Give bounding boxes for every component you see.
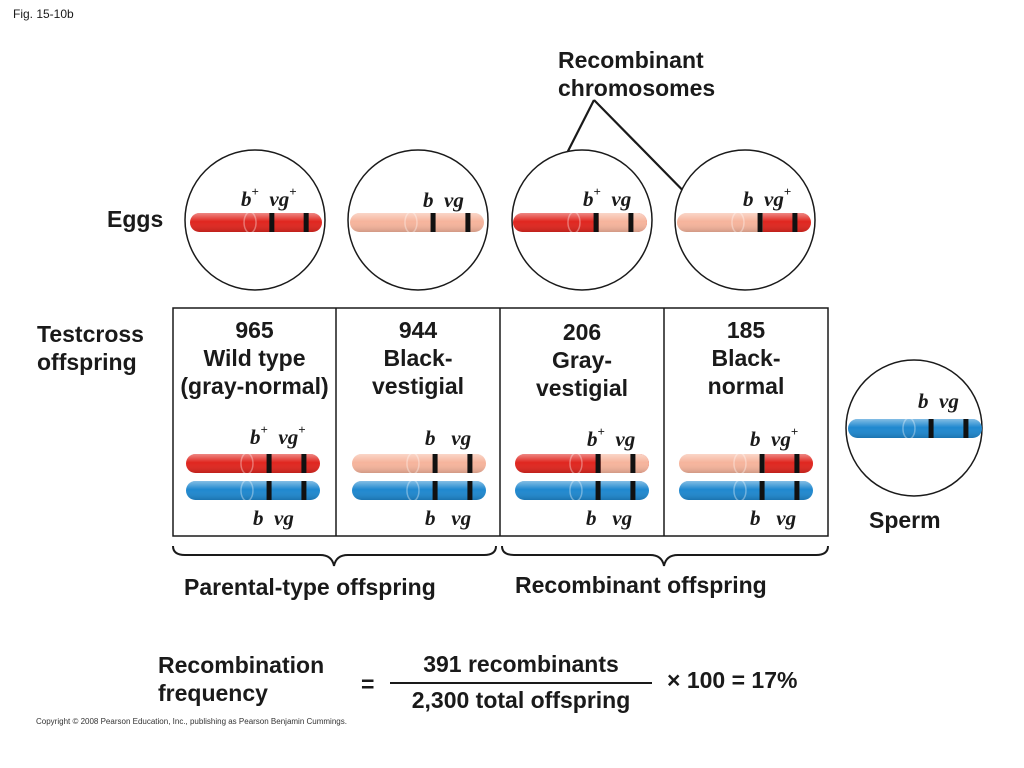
offspring-3-top-genes: b+ vg [587, 424, 636, 451]
sperm-chromosome [848, 419, 982, 438]
offspring-1-name-line1: Wild type [203, 345, 306, 371]
recombination-frequency-label: Recombination frequency [158, 651, 324, 707]
sperm-label: Sperm [869, 507, 941, 533]
offspring-2-count: 944 [398, 317, 438, 343]
offspring-3-top-chromosome [515, 454, 649, 473]
offspring-3-name-line1: Gray- [551, 347, 613, 373]
figure-label: Fig. 15-10b [13, 7, 74, 21]
egg-1-chromosome [190, 213, 322, 232]
equals-sign: = [361, 671, 375, 697]
egg-1-gene2-sup: + [289, 184, 297, 199]
recombinant-chromosomes-label: Recombinant chromosomes [558, 46, 715, 102]
formula-lhs-line2: frequency [158, 680, 268, 706]
offspring-2-bottom-genes: b vg [425, 506, 472, 530]
egg-3-gene1: b [583, 187, 594, 211]
offspring-2-header: 944 Black- vestigial [336, 316, 500, 400]
offspring-3-name-line2: vestigial [535, 375, 629, 401]
offspring-1-top-genes: b+ vg+ [250, 422, 306, 449]
offspring-4-name-line1: Black- [711, 345, 781, 371]
testcross-label-line2: offspring [37, 349, 137, 375]
egg-1-gene1: b [241, 187, 252, 211]
recombinant-brace [501, 545, 829, 567]
offspring-2-name-line1: Black- [383, 345, 453, 371]
sperm-genes: b vg [918, 389, 959, 413]
egg-4-chromosome [677, 213, 811, 232]
offspring-1-count: 965 [235, 317, 274, 343]
egg-3-gene2: vg [611, 187, 632, 211]
offspring-3-bottom-genes: b vg [586, 506, 633, 530]
offspring-1-name-line2: (gray-normal) [180, 373, 329, 399]
egg-1-gene1-sup: + [251, 184, 259, 199]
offspring-4-name-line2: normal [707, 373, 785, 399]
egg-3-gene1-sup: + [593, 184, 601, 199]
formula-lhs-line1: Recombination [158, 652, 325, 678]
offspring-4-header: 185 Black- normal [664, 316, 828, 400]
offspring-2-bottom-chromosome [352, 481, 486, 500]
recombinant-label-line1: Recombinant [558, 47, 704, 73]
offspring-2-top-genes: b vg [425, 426, 472, 450]
offspring-3-count: 206 [562, 319, 602, 345]
egg-1-gene2: vg [269, 187, 290, 211]
egg-2-gene2: vg [444, 188, 464, 212]
offspring-4-count: 185 [726, 317, 766, 343]
egg-4-gene1: b [743, 187, 754, 211]
recombinant-label-line2: chromosomes [558, 75, 716, 101]
testcross-offspring-label: Testcross offspring [37, 320, 144, 376]
formula-numerator: 391 recombinants [423, 651, 619, 677]
offspring-3-bottom-chromosome [515, 481, 649, 500]
chromosome-group [186, 213, 982, 500]
egg-4-genes: b vg+ [743, 184, 792, 212]
offspring-1-bottom-chromosome [186, 481, 320, 500]
copyright-notice: Copyright © 2008 Pearson Education, Inc.… [36, 717, 347, 726]
egg-4-gene2-sup: + [783, 184, 792, 199]
offspring-1-bottom-genes: b vg [253, 506, 294, 530]
egg-1-genes: b+ vg+ [241, 184, 297, 212]
recombinant-offspring-label: Recombinant offspring [515, 572, 767, 598]
egg-2-genes: b vg [423, 188, 464, 213]
offspring-2-name-line2: vestigial [371, 373, 465, 399]
offspring-1-top-chromosome [186, 454, 320, 473]
offspring-4-bottom-chromosome [679, 481, 813, 500]
offspring-3-header: 206 Gray- vestigial [500, 318, 664, 402]
testcross-label-line1: Testcross [37, 321, 144, 347]
parental-brace [172, 545, 497, 567]
eggs-label: Eggs [107, 206, 164, 232]
parental-type-label: Parental-type offspring [184, 574, 436, 600]
egg-4-gene2: vg [764, 187, 784, 211]
egg-2-chromosome [350, 213, 484, 232]
formula-denominator: 2,300 total offspring [411, 687, 631, 713]
egg-3-chromosome [513, 213, 647, 232]
offspring-4-top-chromosome [679, 454, 813, 473]
offspring-1-header: 965 Wild type (gray-normal) [173, 316, 336, 400]
egg-2-gene1: b [423, 188, 434, 212]
egg-3-genes: b+ vg [583, 184, 632, 212]
offspring-4-bottom-genes: b vg [750, 506, 797, 530]
offspring-4-top-genes: b vg+ [750, 424, 799, 451]
formula-result: × 100 = 17% [667, 667, 798, 693]
offspring-2-top-chromosome [352, 454, 486, 473]
